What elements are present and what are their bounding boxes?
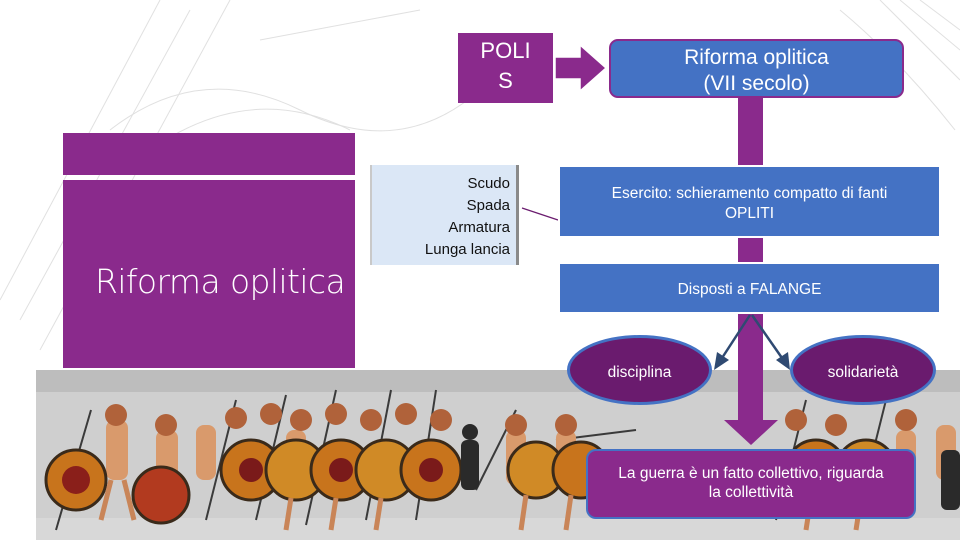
falange-box: Disposti a FALANGE — [558, 262, 941, 314]
riforma-oplitica-label: Riforma oplitica (VII secolo) — [684, 46, 829, 95]
polis-label: POLI S — [480, 38, 531, 93]
equipment-item-scudo: Scudo — [467, 175, 510, 192]
title-accent-bar — [63, 133, 355, 175]
esercito-label: Esercito: schieramento compatto di fanti… — [611, 185, 888, 222]
slide-title: Riforma oplitica — [95, 262, 346, 301]
esercito-box: Esercito: schieramento compatto di fanti… — [558, 165, 941, 238]
hoplite-frieze-image — [36, 370, 960, 540]
guerra-box: La guerra è un fatto collettivo, riguard… — [586, 449, 916, 519]
equipment-item-lancia: Lunga lancia — [424, 241, 510, 258]
disciplina-ellipse: disciplina — [567, 335, 712, 405]
solidarieta-label: solidarietà — [827, 364, 899, 381]
equipment-item-armatura: Armatura — [448, 219, 510, 236]
equipment-list: Scudo Spada Armatura Lunga lancia — [370, 165, 519, 265]
equipment-item-spada: Spada — [466, 197, 510, 214]
guerra-label: La guerra è un fatto collettivo, riguard… — [618, 465, 884, 501]
solidarieta-ellipse: solidarietà — [790, 335, 936, 405]
falange-label: Disposti a FALANGE — [677, 281, 822, 298]
riforma-oplitica-box: Riforma oplitica (VII secolo) — [609, 39, 904, 98]
disciplina-label: disciplina — [607, 364, 672, 381]
title-panel — [63, 180, 355, 368]
polis-box: POLI S — [458, 33, 553, 103]
